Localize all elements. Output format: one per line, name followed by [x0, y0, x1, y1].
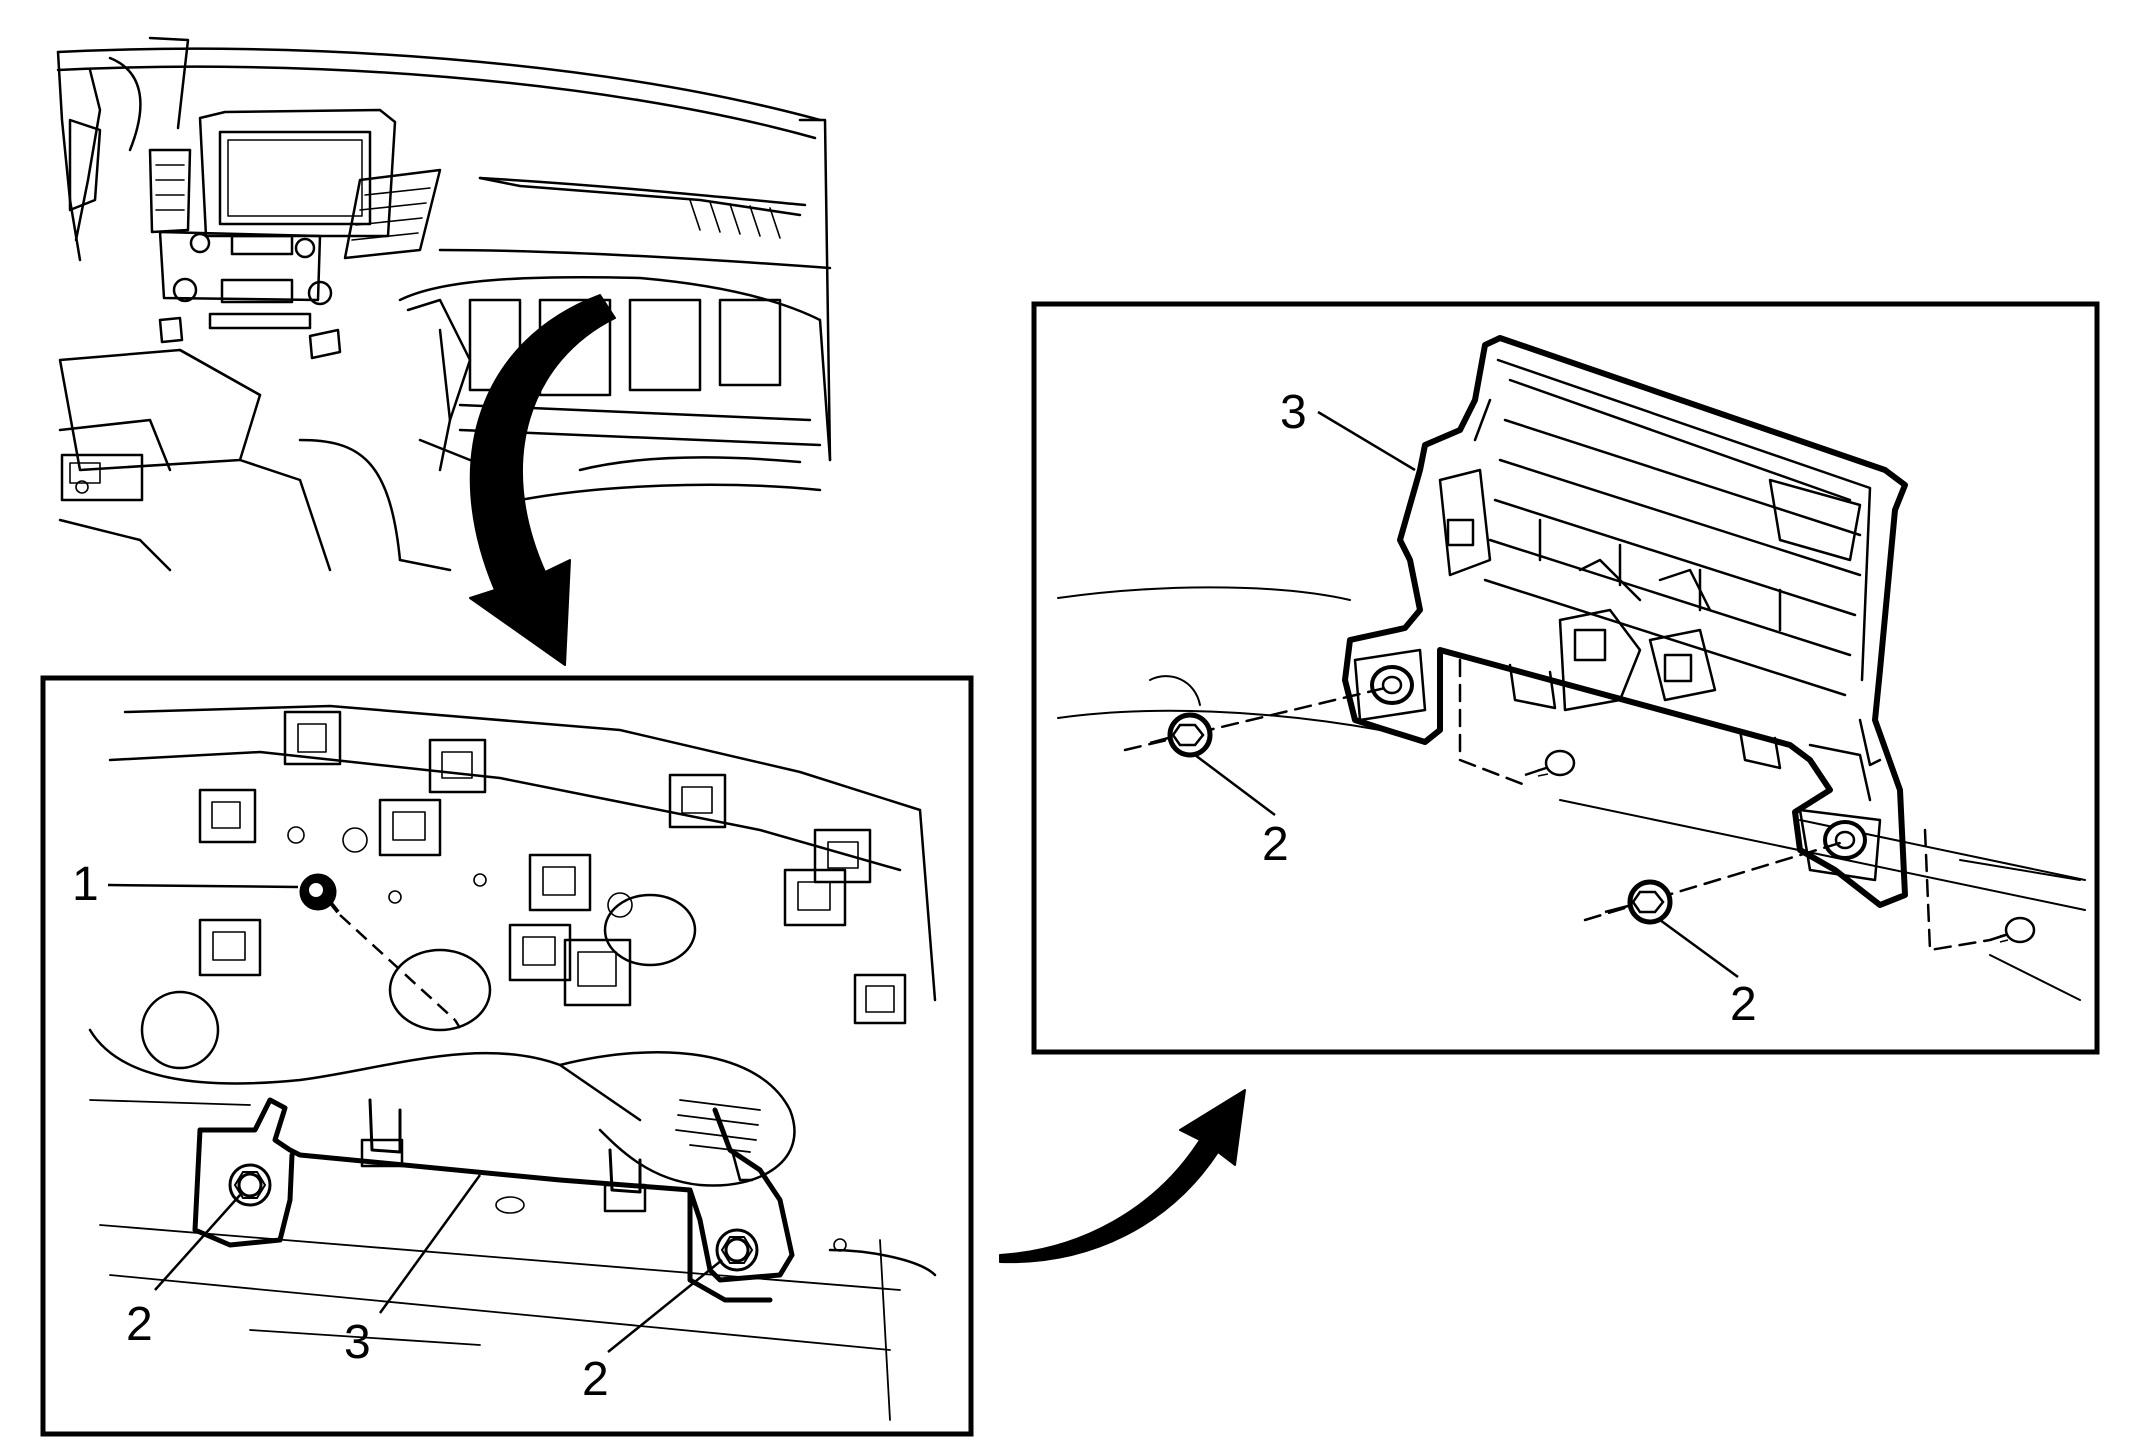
nut-lower: [1604, 879, 1673, 925]
callout-2-nut-lower: 2: [1730, 978, 1757, 1031]
nut-right: [715, 1228, 759, 1272]
bolt-upper: [1524, 749, 1576, 777]
dashboard-overview: [56, 36, 832, 572]
detail-view-frame: [40, 675, 974, 1437]
callout-2-nut-left: 2: [126, 1298, 153, 1351]
callout-1-bolt: 1: [72, 858, 99, 911]
callout-3-bracket: 3: [344, 1316, 371, 1369]
exploded-view-frame: [1031, 301, 2100, 1055]
detail-view: 1 2 3 2: [40, 675, 974, 1437]
callout-3-bracket-exploded: 3: [1280, 386, 1307, 439]
callout-2-nut-right: 2: [582, 1353, 609, 1406]
curved-arrow-down-icon: [469, 294, 616, 666]
exploded-view: 3 2 2: [1031, 301, 2100, 1055]
callout-2-nut-upper: 2: [1262, 818, 1289, 871]
bolt: [299, 873, 340, 914]
nut-upper: [1149, 712, 1213, 758]
bolt-lower: [1989, 916, 2036, 944]
curved-arrow-up-right-icon: [999, 1089, 1246, 1264]
